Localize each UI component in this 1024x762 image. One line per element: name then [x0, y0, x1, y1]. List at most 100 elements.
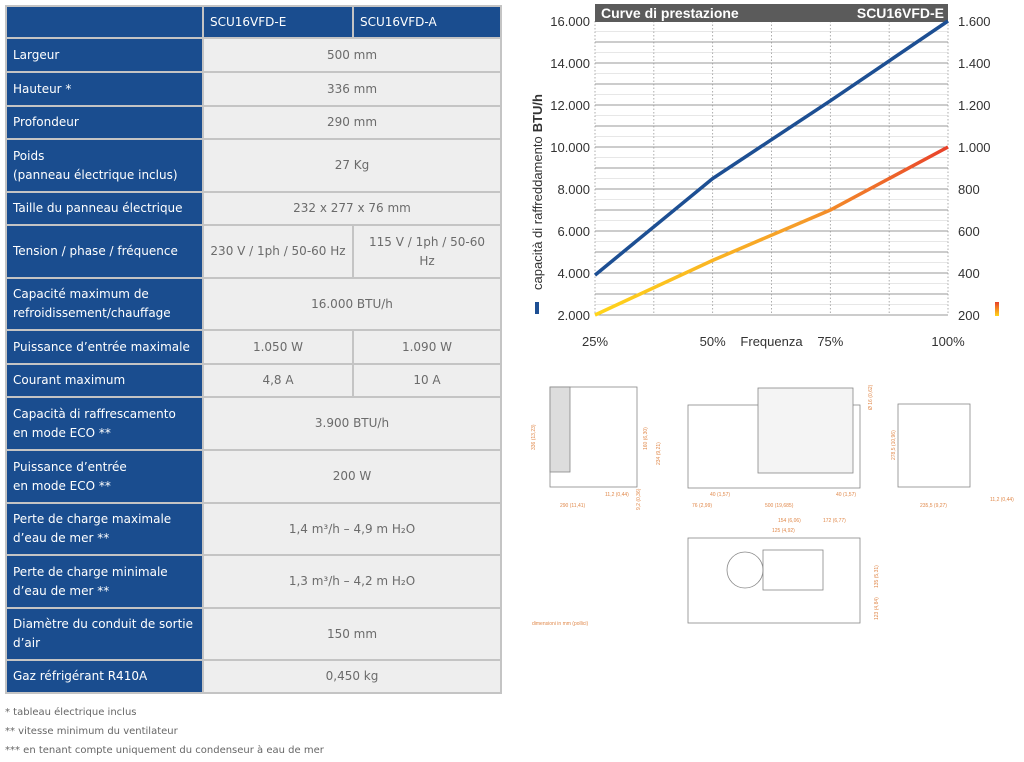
table-row: Capacità di raffrescamento en mode ECO *… [5, 396, 502, 451]
dim-label: 172 (6,77) [823, 518, 846, 524]
dim-label: 160 (6,30) [643, 427, 649, 450]
row-label: Largeur [5, 37, 204, 73]
dim-label: Ø 16 (0,62) [868, 384, 874, 410]
footnote: * tableau électrique inclus [5, 707, 137, 718]
row-value: 150 mm [202, 607, 502, 661]
table-row: Poids (panneau électrique inclus)27 Kg [5, 138, 502, 193]
dim-label: 135 (5,31) [874, 565, 880, 588]
row-label: Puissance d’entrée en mode ECO ** [5, 449, 204, 504]
footnote: ** vitesse minimum du ventilateur [5, 726, 178, 737]
column-header [5, 5, 204, 39]
y-right-tick-label: 1.600 [958, 14, 991, 29]
blower [762, 549, 824, 591]
chart-title-bar [595, 4, 948, 22]
dim-label: 76 (2,99) [692, 503, 712, 509]
dim-label: 500 (19,685) [765, 503, 794, 509]
x-axis-label: Frequenza [740, 334, 803, 349]
y-right-tick-label: 600 [958, 224, 980, 239]
y-left-tick-label: 2.000 [557, 308, 590, 323]
y-right-tick-label: 1.200 [958, 98, 991, 113]
row-label: Gaz réfrigérant R410A [5, 659, 204, 694]
dim-label: 9,2 (0,36) [636, 488, 642, 510]
row-value: 290 mm [202, 105, 502, 140]
dim-label: 290 (11,41) [560, 503, 586, 509]
row-value: 1.050 W [202, 329, 354, 365]
y-right-tick-label: 800 [958, 182, 980, 197]
y-left-axis-label: capacità di raffreddamento BTU/h [530, 94, 545, 290]
y-left-label-text: capacità di raffreddamento [530, 136, 545, 290]
legend-swatch-power [995, 302, 999, 316]
row-label: Courant maximum [5, 363, 204, 398]
footnote: *** en tenant compte uniquement du conde… [5, 745, 324, 756]
table-row: Hauteur *336 mm [5, 71, 502, 107]
row-label: Capacité maximum de refroidissement/chau… [5, 277, 204, 331]
y-left-unit: BTU/h [530, 94, 545, 132]
y-left-tick-label: 14.000 [550, 56, 590, 71]
dim-label: 336 (13,23) [531, 424, 537, 450]
row-label: Taille du panneau électrique [5, 191, 204, 226]
dim-label: 123 (4,84) [874, 597, 880, 620]
row-label: Perte de charge minimale d’eau de mer ** [5, 554, 204, 609]
row-label: Puissance d’entrée maximale [5, 329, 204, 365]
performance-chart: Curve di prestazione SCU16VFD-E 2.000 4.000… [530, 4, 999, 349]
row-value: 230 V / 1ph / 50-60 Hz [202, 224, 354, 279]
row-value: 232 x 277 x 76 mm [202, 191, 502, 226]
dim-label: 40 (1,57) [836, 492, 856, 498]
table-row: Perte de charge minimale d’eau de mer **… [5, 554, 502, 609]
y-left-tick-label: 6.000 [557, 224, 590, 239]
dim-label: 234 (9,21) [656, 442, 662, 465]
table-row: Puissance d’entrée en mode ECO **200 W [5, 449, 502, 504]
compressor [726, 551, 764, 589]
y-left-tick-label: 4.000 [557, 266, 590, 281]
dim-label: 278,5 (10,96) [891, 430, 897, 460]
column-header: SCU16VFD-E [202, 5, 354, 39]
y-left-tick-label: 8.000 [557, 182, 590, 197]
row-value: 10 A [352, 363, 502, 398]
dim-label: 40 (1,57) [710, 492, 730, 498]
row-label: Tension / phase / fréquence [5, 224, 204, 279]
dim-label: 11,2 (0,44) [605, 492, 629, 498]
column-header: SCU16VFD-A [352, 5, 502, 39]
x-tick-label: 75% [817, 334, 843, 349]
row-value: 1.090 W [352, 329, 502, 365]
dimension-drawing: dimensioni in mm (pollici) 290 (11,41) 1… [531, 384, 1014, 627]
row-value: 200 W [202, 449, 502, 504]
row-value: 3.900 BTU/h [202, 396, 502, 451]
row-value: 1,3 m³/h – 4,2 m H₂O [202, 554, 502, 609]
row-value: 115 V / 1ph / 50-60 Hz [352, 224, 502, 279]
row-value: 1,4 m³/h – 4,9 m H₂O [202, 502, 502, 556]
row-value: 27 Kg [202, 138, 502, 193]
row-label: Perte de charge maximale d’eau de mer ** [5, 502, 204, 556]
row-value: 4,8 A [202, 363, 354, 398]
y-right-tick-label: 200 [958, 308, 980, 323]
row-label: Hauteur * [5, 71, 204, 107]
row-value: 336 mm [202, 71, 502, 107]
chart-model: SCU16VFD-E [857, 5, 944, 21]
series-line-power [594, 145, 949, 317]
dim-label: 154 (6,06) [778, 518, 801, 524]
side-view-right [897, 403, 971, 488]
condenser-coil [549, 386, 571, 473]
row-label: Poids (panneau électrique inclus) [5, 138, 204, 193]
y-left-tick-label: 16.000 [550, 14, 590, 29]
footnotes: * tableau électrique inclus ** vitesse m… [5, 703, 324, 760]
row-value: 0,450 kg [202, 659, 502, 694]
y-right-tick-label: 1.400 [958, 56, 991, 71]
table-row: Perte de charge maximale d’eau de mer **… [5, 502, 502, 556]
y-right-tick-label: 1.000 [958, 140, 991, 155]
top-view [687, 537, 861, 624]
chart-title: Curve di prestazione [601, 5, 739, 21]
x-tick-label: 25% [582, 334, 608, 349]
fan-housing [757, 387, 854, 474]
row-value: 16.000 BTU/h [202, 277, 502, 331]
